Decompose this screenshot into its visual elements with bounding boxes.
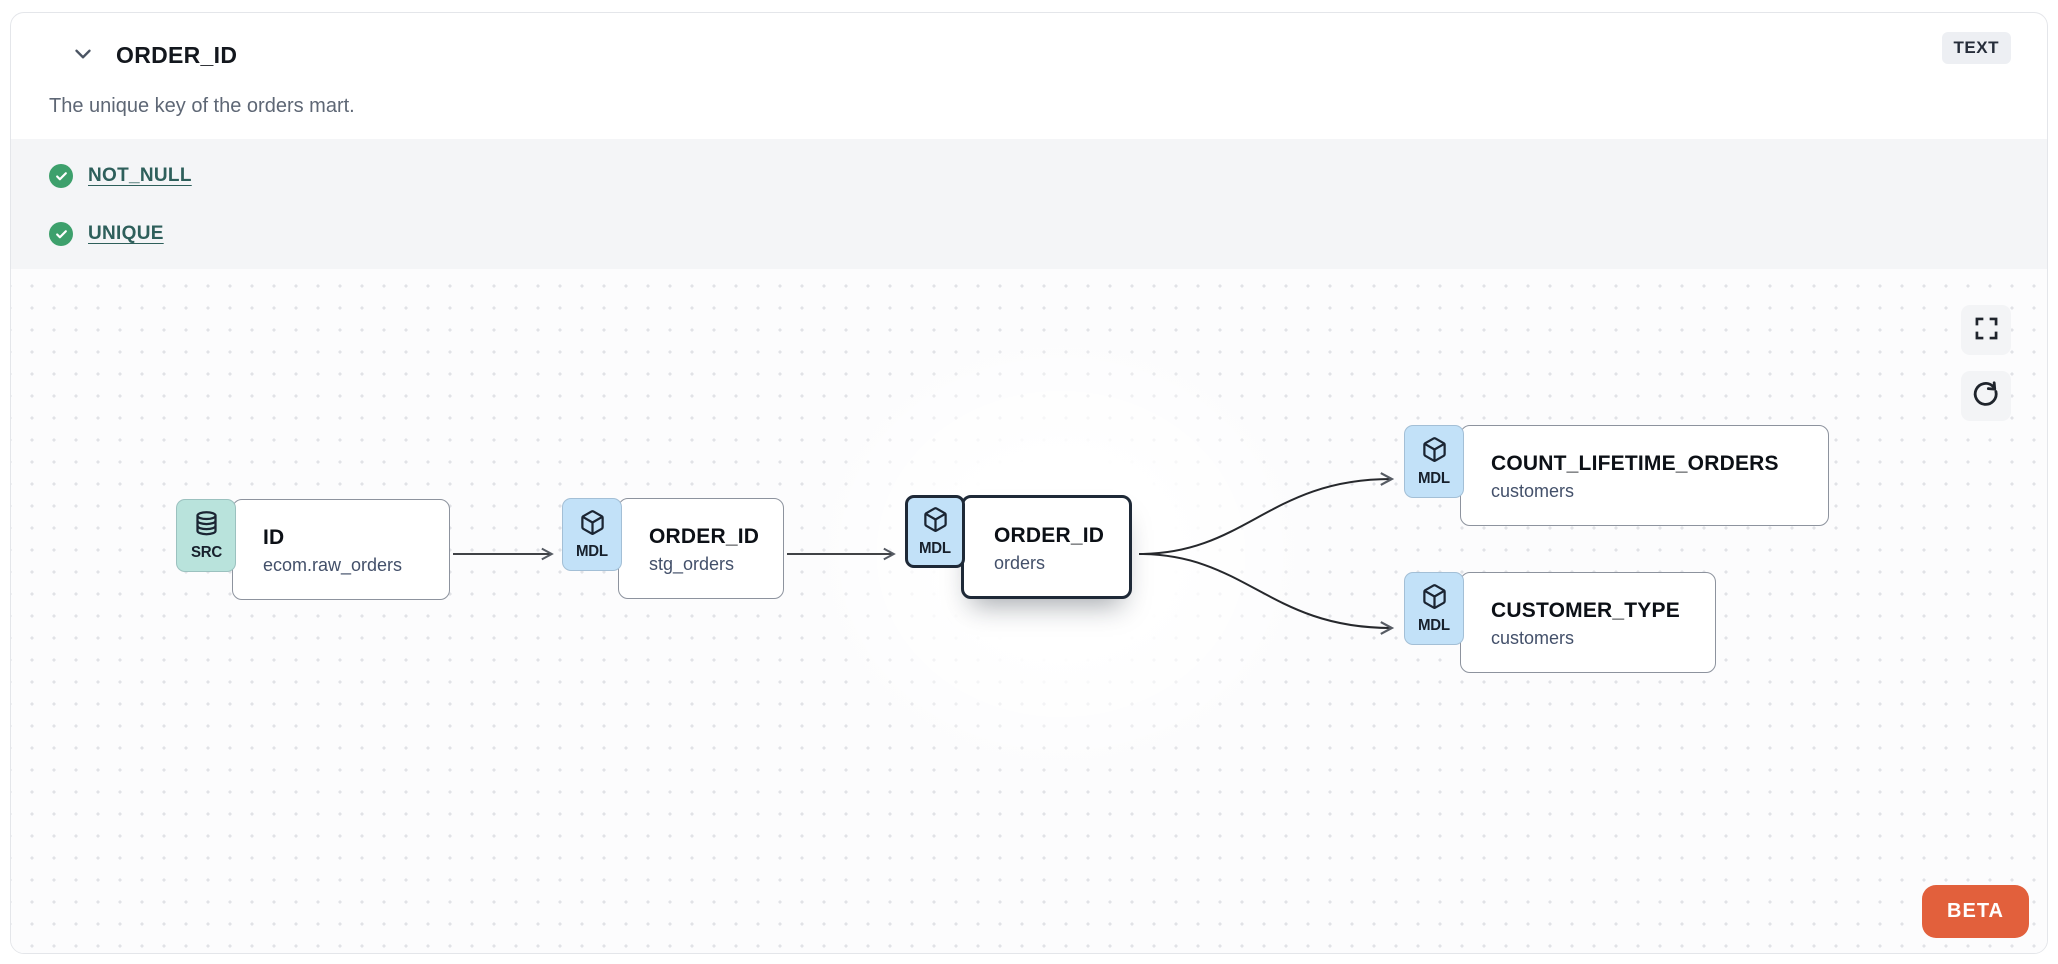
mdl-badge: MDL xyxy=(1404,572,1464,645)
badge-label: MDL xyxy=(576,542,608,560)
lineage-node-order-id-stg-orders[interactable]: MDL ORDER_ID stg_orders xyxy=(562,498,784,599)
node-body: ORDER_ID stg_orders xyxy=(618,498,784,599)
check-circle-icon xyxy=(49,222,73,246)
node-subtitle: ecom.raw_orders xyxy=(263,555,403,575)
lineage-canvas[interactable]: SRC ID ecom.raw_orders MDL ORDER_ID stg_… xyxy=(11,269,2047,953)
cube-icon xyxy=(579,509,606,541)
node-name: ID xyxy=(263,526,285,549)
node-body: CUSTOMER_TYPE customers xyxy=(1460,572,1716,673)
check-circle-icon xyxy=(49,164,73,188)
column-detail-card: ORDER_ID TEXT The unique key of the orde… xyxy=(10,12,2048,954)
test-row: UNIQUE xyxy=(49,222,2009,246)
cube-icon xyxy=(922,506,949,538)
badge-label: MDL xyxy=(1418,616,1450,634)
test-link-not-null[interactable]: NOT_NULL xyxy=(88,165,192,186)
node-name: COUNT_LIFETIME_ORDERS xyxy=(1491,452,1779,475)
badge-label: MDL xyxy=(1418,469,1450,487)
collapse-button[interactable] xyxy=(69,41,97,69)
mdl-badge: MDL xyxy=(905,495,965,568)
column-type-badge: TEXT xyxy=(1941,32,2011,64)
column-description: The unique key of the orders mart. xyxy=(49,95,355,117)
fullscreen-icon xyxy=(1973,315,2000,345)
node-body: ID ecom.raw_orders xyxy=(232,499,450,600)
lineage-node-order-id-orders-selected[interactable]: MDL ORDER_ID orders xyxy=(905,495,1132,599)
chevron-down-icon xyxy=(70,41,96,70)
tests-section: NOT_NULL UNIQUE xyxy=(11,139,2047,273)
lineage-edges xyxy=(453,472,1395,635)
mdl-badge: MDL xyxy=(1404,425,1464,498)
test-row: NOT_NULL xyxy=(49,164,2009,188)
fullscreen-button[interactable] xyxy=(1961,305,2011,355)
badge-label: MDL xyxy=(919,539,951,557)
refresh-button[interactable] xyxy=(1961,371,2011,421)
src-badge: SRC xyxy=(176,499,236,572)
cube-icon xyxy=(1421,436,1448,468)
page-title: ORDER_ID xyxy=(116,41,238,68)
lineage-node-id-raw-orders[interactable]: SRC ID ecom.raw_orders xyxy=(176,499,450,600)
database-icon xyxy=(193,510,220,542)
node-subtitle: customers xyxy=(1491,628,1575,648)
node-name: CUSTOMER_TYPE xyxy=(1491,599,1680,622)
refresh-icon xyxy=(1972,380,2000,412)
node-subtitle: stg_orders xyxy=(649,554,735,574)
lineage-node-customer-type[interactable]: MDL CUSTOMER_TYPE customers xyxy=(1404,572,1716,673)
node-name: ORDER_ID xyxy=(649,525,760,548)
node-subtitle: customers xyxy=(1491,481,1575,501)
test-link-unique[interactable]: UNIQUE xyxy=(88,223,164,244)
node-subtitle: orders xyxy=(994,552,1046,573)
card-header: ORDER_ID TEXT The unique key of the orde… xyxy=(11,13,2047,118)
node-body: COUNT_LIFETIME_ORDERS customers xyxy=(1460,425,1829,526)
node-body: ORDER_ID orders xyxy=(961,495,1132,599)
node-name: ORDER_ID xyxy=(994,523,1105,547)
badge-label: SRC xyxy=(190,543,222,561)
beta-badge: BETA xyxy=(1922,885,2029,938)
cube-icon xyxy=(1421,583,1448,615)
mdl-badge: MDL xyxy=(562,498,622,571)
lineage-node-count-lifetime-orders[interactable]: MDL COUNT_LIFETIME_ORDERS customers xyxy=(1404,425,1829,526)
